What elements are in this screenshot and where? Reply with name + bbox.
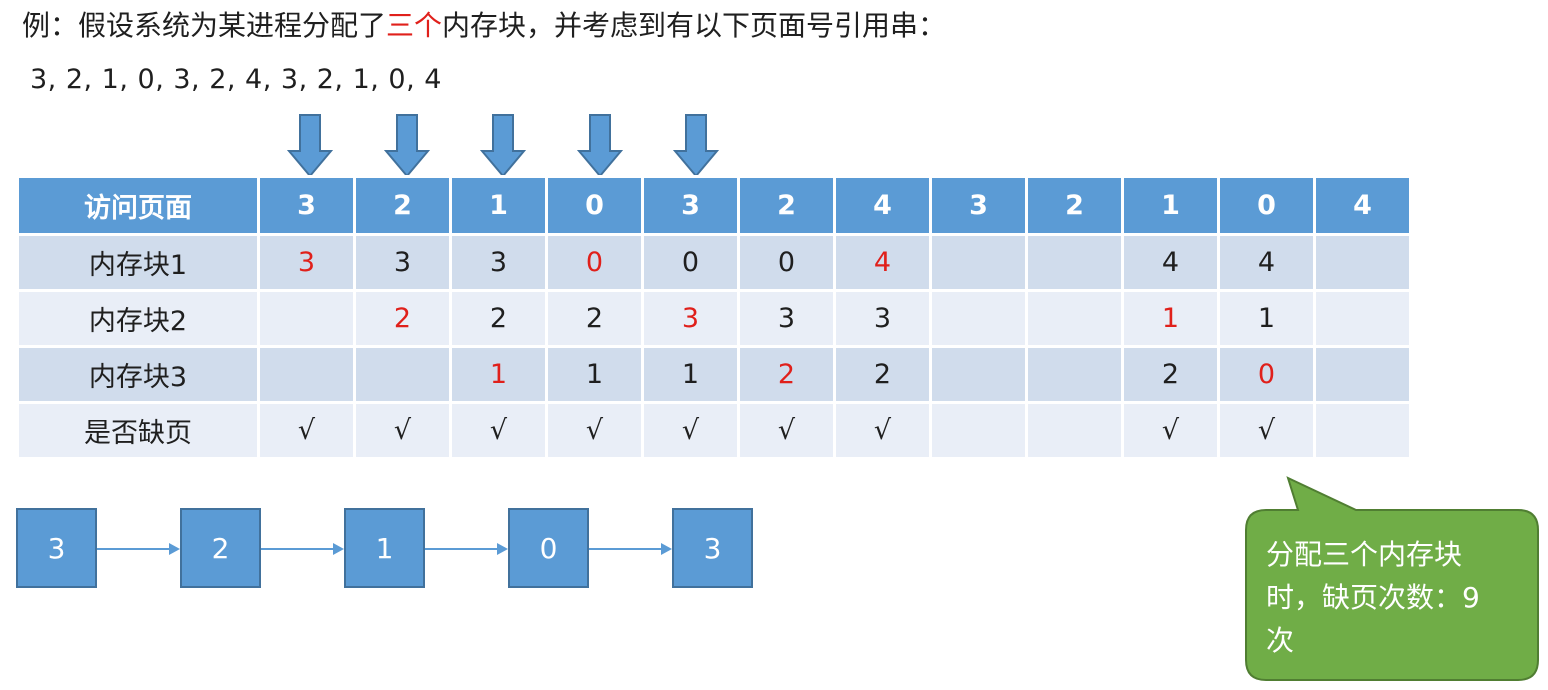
queue-node: 2: [180, 508, 261, 588]
table-cell: [353, 345, 452, 404]
table-cell: √: [257, 401, 356, 460]
header-page-cell: 2: [737, 175, 836, 236]
header-page-cell: 0: [545, 175, 644, 236]
table-row: 是否缺页√√√√√√√√√: [16, 401, 1412, 460]
table-cell: 2: [1121, 345, 1220, 404]
queue-node: 3: [16, 508, 97, 588]
table-cell: [1313, 401, 1412, 460]
table-cell: 1: [641, 345, 740, 404]
table-cell: [1025, 289, 1124, 348]
table-cell: 3: [257, 233, 356, 292]
table-cell: 2: [545, 289, 644, 348]
table-cell: 0: [641, 233, 740, 292]
queue-node: 0: [508, 508, 589, 588]
table-cell: √: [1217, 401, 1316, 460]
table-cell: [929, 289, 1028, 348]
down-arrow-icon: [479, 113, 527, 179]
row-label: 内存块3: [16, 345, 260, 404]
table-cell: 0: [737, 233, 836, 292]
queue-arrow: [97, 543, 180, 555]
queue-node: 3: [672, 508, 753, 588]
header-page-cell: 2: [1025, 175, 1124, 236]
header-page-cell: 4: [1313, 175, 1412, 236]
table-cell: √: [1121, 401, 1220, 460]
table-cell: [1313, 233, 1412, 292]
table-cell: √: [449, 401, 548, 460]
intro-before: 例：假设系统为某进程分配了: [22, 9, 387, 42]
down-arrow-icon: [286, 113, 334, 179]
table-cell: 1: [449, 345, 548, 404]
table-cell: [929, 233, 1028, 292]
header-page-cell: 3: [641, 175, 740, 236]
table-cell: 3: [353, 233, 452, 292]
row-label: 是否缺页: [16, 401, 260, 460]
intro-after: 内存块，并考虑到有以下页面号引用串：: [442, 9, 947, 42]
table-cell: [1313, 289, 1412, 348]
table-cell: [929, 401, 1028, 460]
table-cell: 2: [833, 345, 932, 404]
table-cell: 4: [833, 233, 932, 292]
reference-string: 3, 2, 1, 0, 3, 2, 4, 3, 2, 1, 0, 4: [30, 64, 442, 95]
table-cell: √: [353, 401, 452, 460]
table-cell: 1: [1121, 289, 1220, 348]
header-page-cell: 1: [1121, 175, 1220, 236]
intro-highlight: 三个: [386, 9, 443, 42]
table-cell: [1313, 345, 1412, 404]
table-cell: 3: [737, 289, 836, 348]
row-label: 内存块2: [16, 289, 260, 348]
table-cell: 1: [545, 345, 644, 404]
down-arrow-icon: [576, 113, 623, 179]
queue-arrow: [589, 543, 672, 555]
row-label: 内存块1: [16, 233, 260, 292]
callout-bubble: [1245, 476, 1539, 681]
table-cell: 3: [641, 289, 740, 348]
header-page-cell: 3: [257, 175, 356, 236]
table-cell: √: [737, 401, 836, 460]
table-cell: [929, 345, 1028, 404]
table-cell: 4: [1121, 233, 1220, 292]
table-cell: 3: [833, 289, 932, 348]
header-page-cell: 3: [929, 175, 1028, 236]
header-page-cell: 2: [353, 175, 452, 236]
down-arrow-icon: [383, 113, 430, 179]
table-cell: √: [833, 401, 932, 460]
table-cell: [1025, 233, 1124, 292]
table-cell: √: [545, 401, 644, 460]
header-label: 访问页面: [16, 175, 260, 236]
table-cell: [257, 345, 356, 404]
queue-arrow: [425, 543, 508, 555]
table-cell: 1: [1217, 289, 1316, 348]
table-cell: 0: [1217, 345, 1316, 404]
callout-text: 分配三个内存块时，缺页次数：9次: [1266, 538, 1480, 657]
table-cell: [257, 289, 356, 348]
table-cell: 3: [449, 233, 548, 292]
header-page-cell: 0: [1217, 175, 1316, 236]
down-arrow-icon: [672, 113, 720, 179]
intro-text: 例：假设系统为某进程分配了三个内存块，并考虑到有以下页面号引用串：: [22, 6, 946, 46]
table-cell: 0: [545, 233, 644, 292]
queue-node: 1: [344, 508, 425, 588]
table-cell: √: [641, 401, 740, 460]
table-cell: 2: [353, 289, 452, 348]
table-cell: [1025, 345, 1124, 404]
queue-arrow: [261, 543, 344, 555]
table-cell: 2: [449, 289, 548, 348]
table-cell: [1025, 401, 1124, 460]
table-cell: 4: [1217, 233, 1316, 292]
header-page-cell: 4: [833, 175, 932, 236]
header-page-cell: 1: [449, 175, 548, 236]
table-cell: 2: [737, 345, 836, 404]
